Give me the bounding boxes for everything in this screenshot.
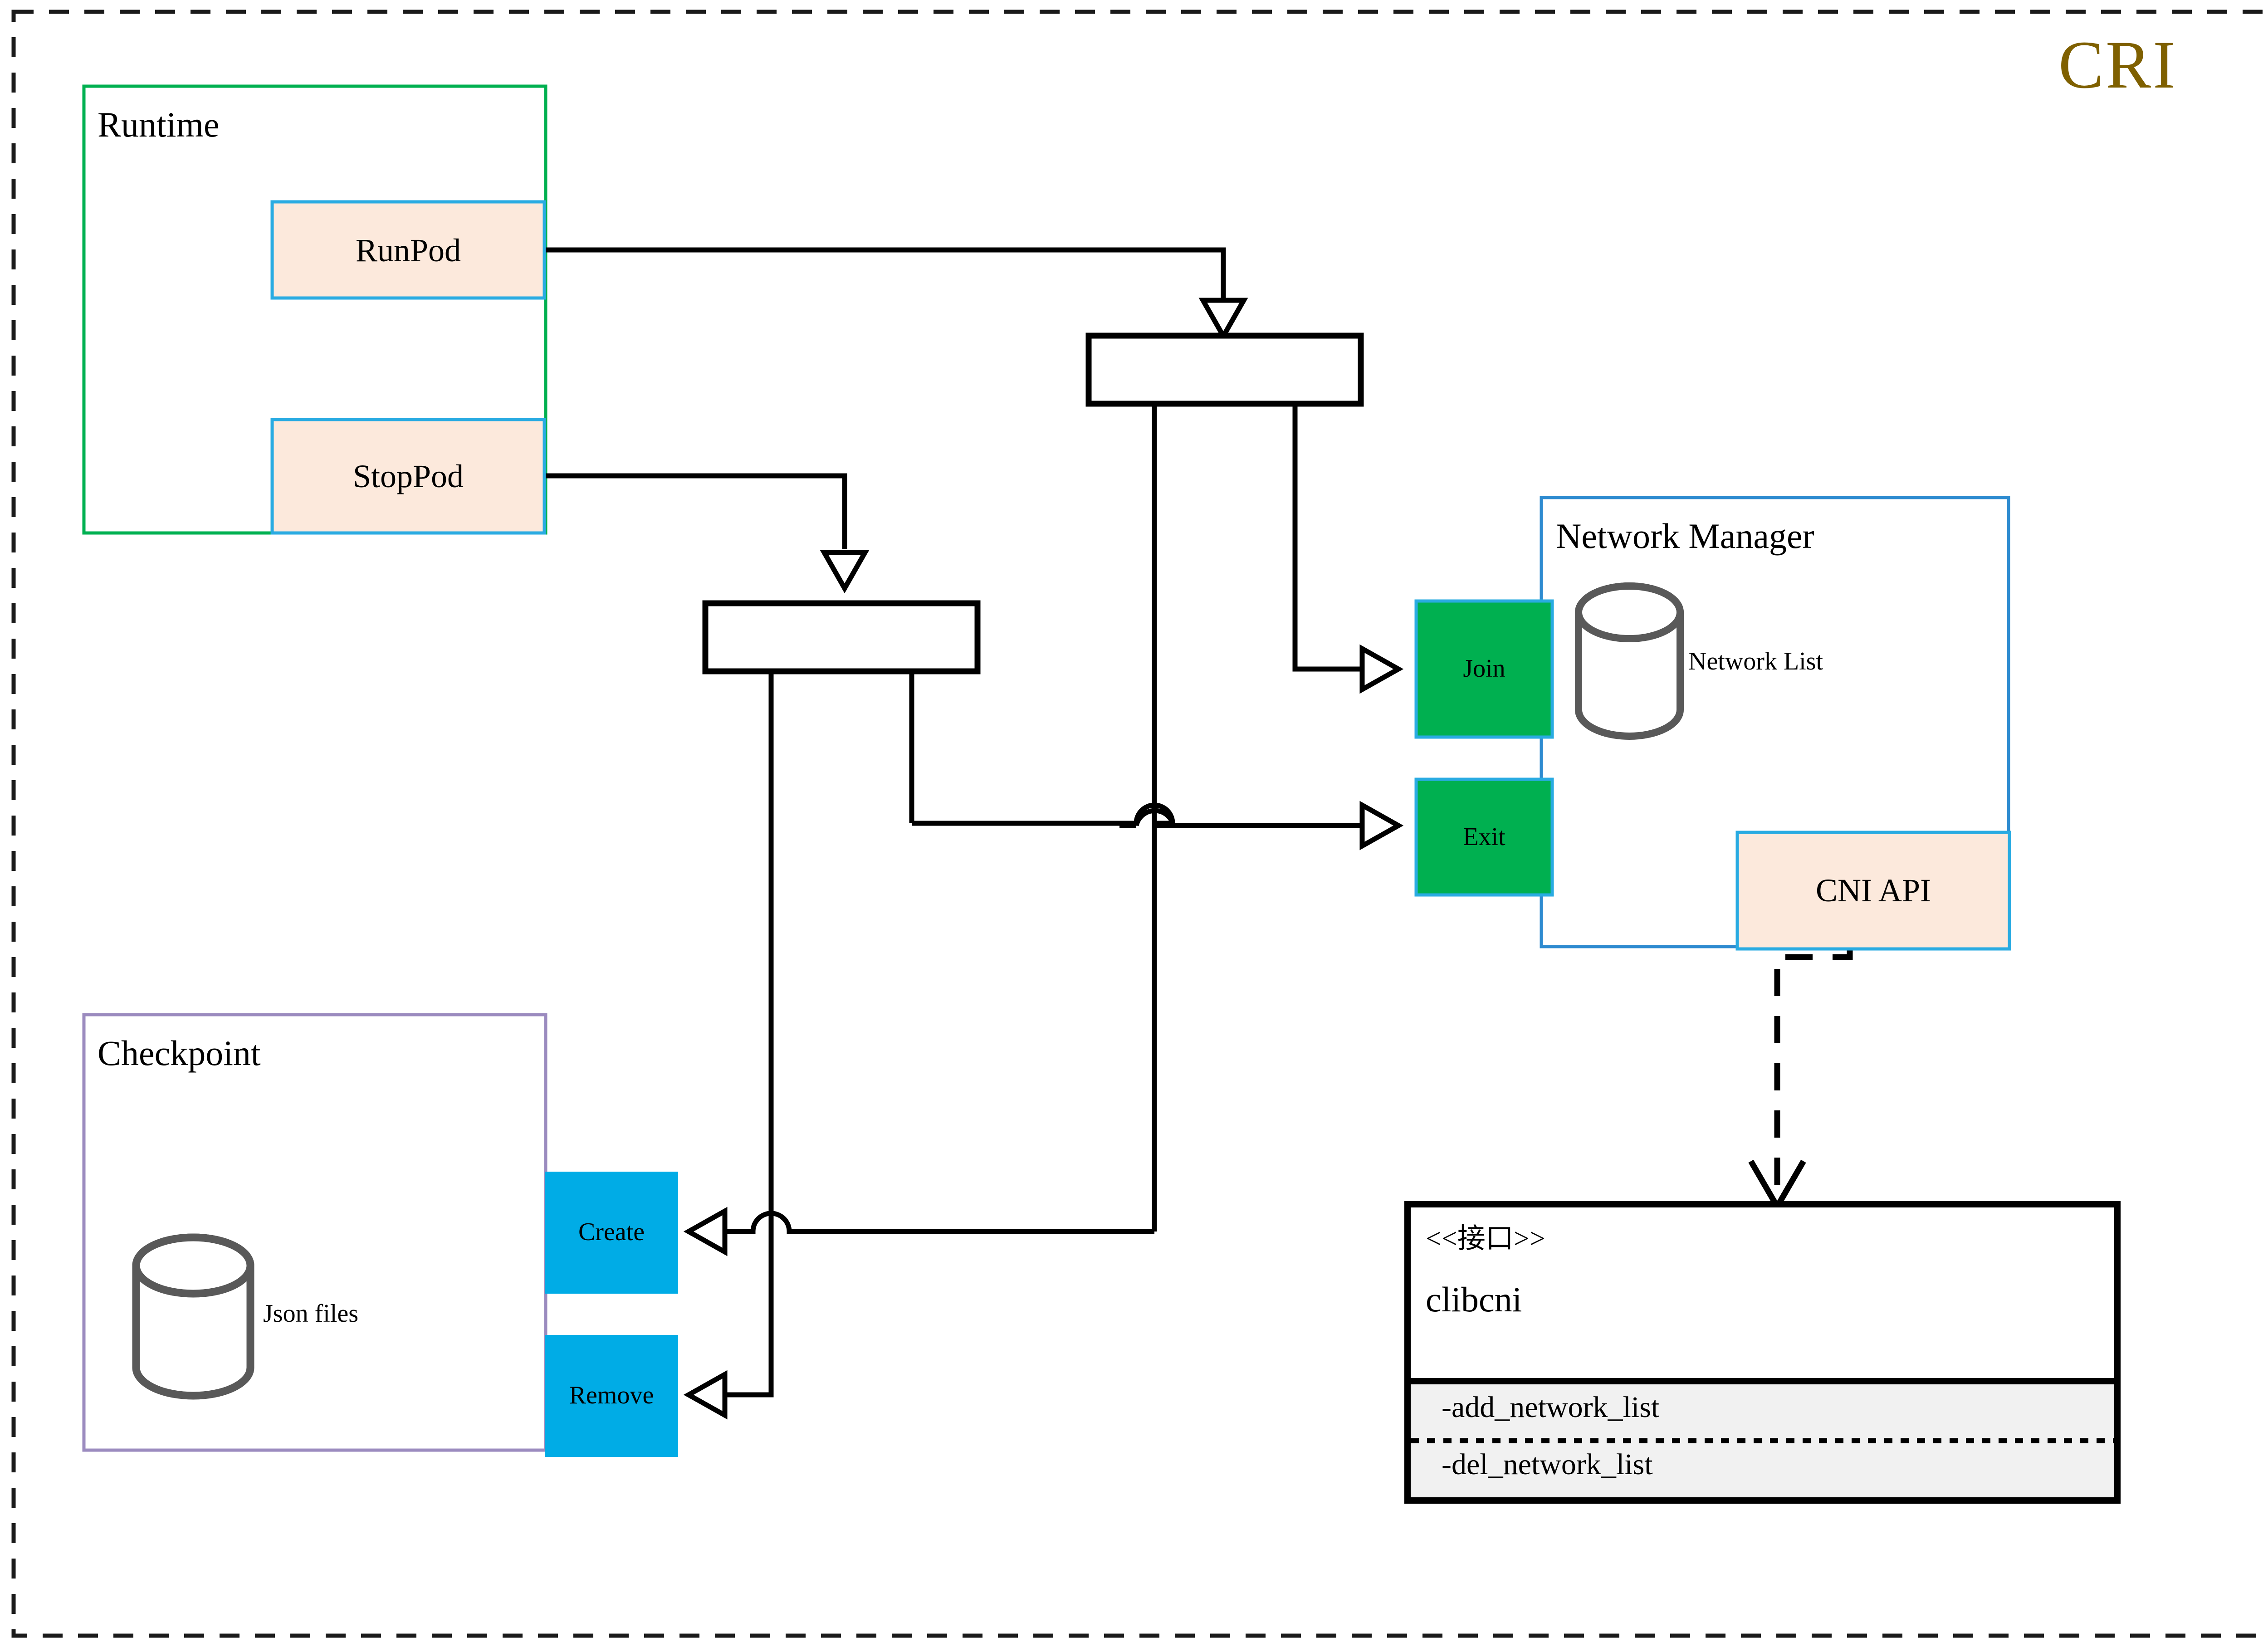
interface-clibcni-header <box>1404 1201 2121 1384</box>
interface-name: clibcni <box>1426 1280 1522 1319</box>
group-title-network-manager: Network Manager <box>1556 516 1814 556</box>
edge-fork-bottom-right-seg2 <box>912 802 1175 826</box>
group-title-checkpoint: Checkpoint <box>98 1033 261 1073</box>
node-label-remove: Remove <box>569 1381 654 1409</box>
node-runpod-box[interactable] <box>270 200 546 300</box>
arrowhead-fork-top-in <box>1198 298 1248 342</box>
node-label-create: Create <box>578 1218 645 1246</box>
arrowhead-remove-in <box>683 1370 728 1420</box>
store-label-network-list: Network List <box>1688 647 1823 675</box>
node-label-join: Join <box>1463 655 1505 683</box>
cylinder-database-icon-network <box>1575 582 1684 740</box>
node-remove-box[interactable] <box>545 1335 678 1457</box>
store-label-json-files: Json files <box>263 1300 358 1328</box>
edge-create-horizontal <box>726 1211 1154 1234</box>
interface-stereotype: <<接口>> <box>1426 1223 1545 1254</box>
arrowhead-join-in <box>1359 644 1404 694</box>
node-join-box[interactable] <box>1414 599 1554 739</box>
node-stoppod-box[interactable] <box>270 418 546 535</box>
arrowhead-fork-bottom-in <box>820 550 870 594</box>
outer-dashed-frame <box>11 10 2268 1638</box>
node-exit-box[interactable] <box>1414 777 1554 897</box>
node-cniapi-box[interactable] <box>1735 831 2011 951</box>
edge-cniapi-to-clibcni <box>1774 947 1853 1186</box>
edge-runpod-to-fork-top <box>546 247 1226 299</box>
interface-method-add: -add_network_list <box>1442 1391 1660 1424</box>
fork-bar-bottom <box>702 600 981 674</box>
node-label-runpod: RunPod <box>355 232 461 269</box>
arrowhead-exit-in <box>1359 801 1404 850</box>
cylinder-database-icon-checkpoint <box>132 1233 254 1400</box>
edge-stoppod-to-fork-bottom <box>546 473 847 549</box>
page-title: CRI <box>2058 27 2177 103</box>
node-label-exit: Exit <box>1463 823 1505 851</box>
arrowhead-create-in <box>683 1207 728 1256</box>
edge-fork-top-right-to-join <box>1292 404 1361 672</box>
node-label-stoppod: StopPod <box>352 458 464 494</box>
node-label-cni-api: CNI API <box>1815 872 1931 909</box>
node-create-box[interactable] <box>545 1172 678 1294</box>
interface-method-del: -del_network_list <box>1442 1448 1653 1481</box>
fork-bar-top <box>1085 332 1364 407</box>
group-title-runtime: Runtime <box>98 105 220 144</box>
edge-fork-bottom-left-to-remove <box>726 671 774 1398</box>
line-hop-exit-crossing <box>1134 808 1176 826</box>
